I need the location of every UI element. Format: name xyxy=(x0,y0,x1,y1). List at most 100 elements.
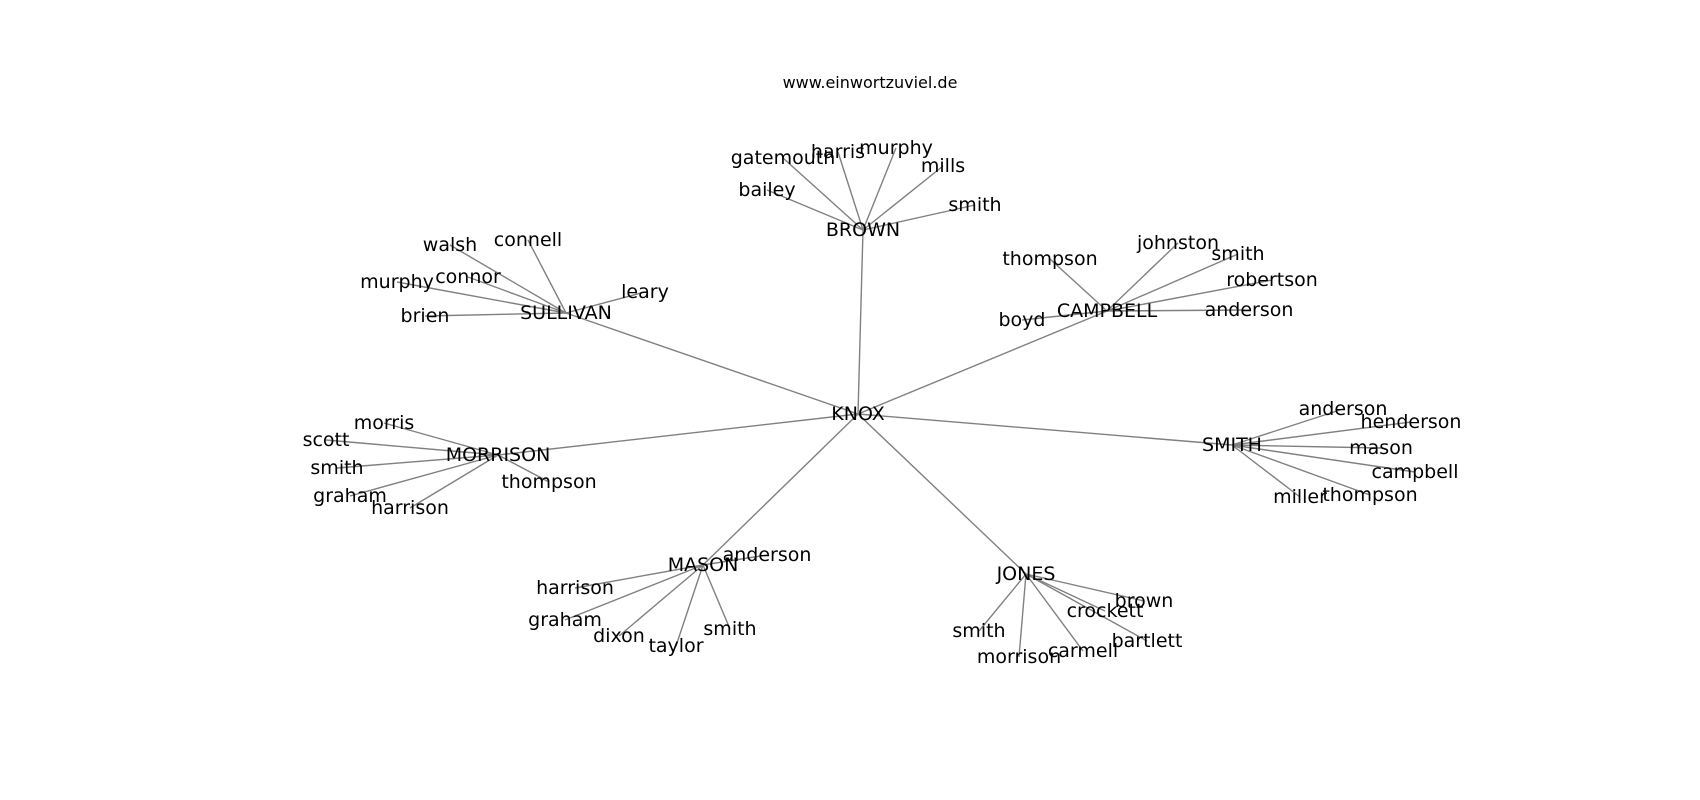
node-leaf-smith-mason: mason xyxy=(1349,437,1413,459)
node-leaf-morrison-thompson: thompson xyxy=(501,471,596,493)
edge-jones-crockett xyxy=(1025,573,1106,612)
edge-morrison-morris xyxy=(383,422,499,456)
edge-jones-morrison xyxy=(1018,573,1027,658)
edge-jones-bartlett xyxy=(1025,573,1148,642)
edge-campbell-thompson xyxy=(1049,258,1108,312)
edge-sullivan-leary xyxy=(565,291,646,314)
edge-brown-bailey xyxy=(766,189,864,231)
node-leaf-mason-anderson: anderson xyxy=(723,544,812,566)
node-leaf-jones-smith: smith xyxy=(952,620,1005,642)
edge-knox-brown xyxy=(857,229,864,415)
edge-brown-mills xyxy=(862,165,944,231)
node-leaf-sullivan-leary: leary xyxy=(621,281,669,303)
edge-jones-brown xyxy=(1025,573,1145,602)
node-group-morrison: MORRISON xyxy=(446,444,551,466)
node-group-jones: JONES xyxy=(996,563,1056,585)
node-leaf-morrison-harrison: harrison xyxy=(371,497,449,519)
node-leaf-smith-henderson: henderson xyxy=(1361,411,1462,433)
edge-morrison-harrison xyxy=(409,454,499,509)
node-leaf-brown-gatemouth: gatemouth xyxy=(731,147,836,169)
node-leaf-mason-graham: graham xyxy=(528,609,602,631)
edge-campbell-smith xyxy=(1106,253,1239,312)
edge-morrison-scott xyxy=(325,439,499,456)
node-leaf-smith-thompson: thompson xyxy=(1322,484,1417,506)
node-leaf-jones-carmell: carmell xyxy=(1048,640,1118,662)
node-leaf-jones-bartlett: bartlett xyxy=(1112,630,1183,652)
node-leaf-brown-harris: harris xyxy=(811,141,865,163)
node-leaf-sullivan-walsh: walsh xyxy=(423,234,477,256)
edge-mason-anderson xyxy=(702,554,768,566)
edge-knox-campbell xyxy=(857,310,1108,415)
edge-knox-smith xyxy=(857,413,1233,446)
edge-morrison-smith xyxy=(336,454,499,469)
site-watermark: www.einwortzuviel.de xyxy=(783,73,958,92)
node-leaf-sullivan-brien: brien xyxy=(401,305,450,327)
node-leaf-jones-crockett: crockett xyxy=(1067,600,1144,622)
node-leaf-campbell-thompson: thompson xyxy=(1002,248,1097,270)
node-leaf-mason-taylor: taylor xyxy=(648,635,703,657)
node-leaf-sullivan-connor: connor xyxy=(435,266,501,288)
node-center-knox: KNOX xyxy=(831,403,884,425)
node-leaf-sullivan-connell: connell xyxy=(494,229,562,251)
edge-jones-smith xyxy=(978,573,1027,632)
node-leaf-campbell-smith: smith xyxy=(1211,243,1264,265)
node-leaf-campbell-anderson: anderson xyxy=(1205,299,1294,321)
node-leaf-mason-dixon: dixon xyxy=(593,625,645,647)
node-leaf-morrison-smith: smith xyxy=(310,457,363,479)
edge-smith-thompson xyxy=(1231,444,1371,496)
edge-knox-morrison xyxy=(497,413,859,456)
edge-brown-smith xyxy=(862,204,976,231)
edge-smith-miller xyxy=(1231,444,1301,498)
node-group-mason: MASON xyxy=(668,554,739,576)
node-leaf-brown-mills: mills xyxy=(921,155,965,177)
edge-mason-harrison xyxy=(574,564,704,589)
node-leaf-sullivan-murphy: murphy xyxy=(360,271,434,293)
edge-mason-taylor xyxy=(675,564,704,647)
edge-smith-anderson xyxy=(1231,408,1344,446)
edge-campbell-boyd xyxy=(1021,310,1108,321)
edge-smith-henderson xyxy=(1231,421,1412,446)
edge-morrison-graham xyxy=(349,454,499,497)
edge-smith-mason xyxy=(1231,444,1382,449)
edge-campbell-robertson xyxy=(1106,279,1273,312)
edge-brown-gatemouth xyxy=(782,157,864,231)
edge-sullivan-connell xyxy=(527,239,567,314)
edge-brown-harris xyxy=(837,151,864,231)
node-leaf-campbell-robertson: robertson xyxy=(1226,269,1318,291)
node-leaf-smith-campbell: campbell xyxy=(1372,461,1459,483)
edge-knox-mason xyxy=(702,413,859,566)
edge-knox-jones xyxy=(857,413,1027,575)
node-leaf-smith-miller: miller xyxy=(1273,486,1327,508)
node-group-smith: SMITH xyxy=(1202,434,1262,456)
edge-campbell-anderson xyxy=(1106,309,1250,312)
node-leaf-smith-anderson: anderson xyxy=(1299,398,1388,420)
edge-morrison-thompson xyxy=(497,454,550,483)
edge-sullivan-connor xyxy=(467,276,567,314)
edge-campbell-johnston xyxy=(1106,242,1179,312)
node-group-sullivan: SULLIVAN xyxy=(520,302,612,324)
node-leaf-jones-morrison: morrison xyxy=(977,646,1061,668)
node-leaf-campbell-johnston: johnston xyxy=(1136,232,1219,254)
edge-jones-carmell xyxy=(1025,573,1084,652)
node-leaf-brown-murphy: murphy xyxy=(859,137,933,159)
edges-layer xyxy=(325,147,1416,658)
edge-mason-smith xyxy=(702,564,731,630)
node-group-brown: BROWN xyxy=(826,219,900,241)
node-leaf-mason-smith: smith xyxy=(703,618,756,640)
node-group-campbell: CAMPBELL xyxy=(1057,300,1158,322)
edge-brown-murphy xyxy=(862,147,897,231)
edge-mason-graham xyxy=(564,564,704,621)
node-leaf-brown-bailey: bailey xyxy=(738,179,795,201)
edge-smith-campbell xyxy=(1231,444,1416,473)
node-leaf-brown-smith: smith xyxy=(948,194,1001,216)
node-leaf-campbell-boyd: boyd xyxy=(999,309,1046,331)
edge-sullivan-walsh xyxy=(449,244,567,314)
labels-layer: KNOXBROWNgatemouthharrismurphymillsbaile… xyxy=(303,137,1462,668)
node-leaf-morrison-graham: graham xyxy=(313,485,387,507)
edge-sullivan-murphy xyxy=(396,281,567,314)
node-leaf-morrison-scott: scott xyxy=(303,429,350,451)
node-leaf-mason-harrison: harrison xyxy=(536,577,614,599)
node-leaf-morrison-morris: morris xyxy=(354,412,415,434)
node-leaf-jones-brown: brown xyxy=(1115,590,1174,612)
